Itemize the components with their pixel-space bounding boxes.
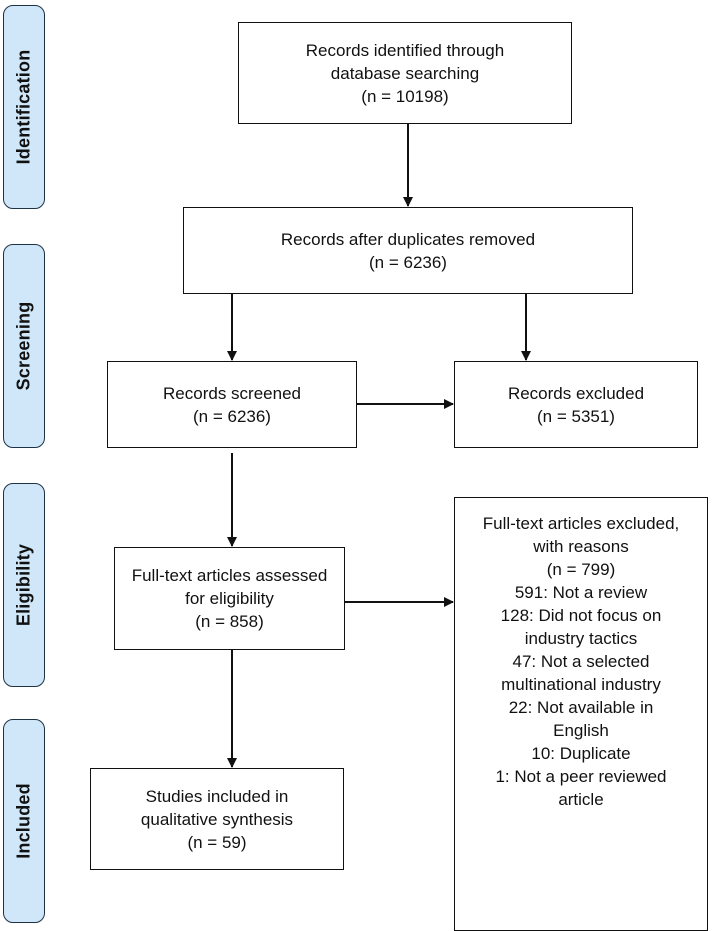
box-records-identified: Records identified through database sear… — [238, 22, 572, 124]
excluded-reasons-line-3: (n = 799) — [546, 560, 616, 579]
box-studies-included-line-3: (n = 59) — [187, 832, 247, 852]
box-full-text-assessed-line-3: (n = 858) — [195, 612, 264, 631]
excluded-reasons-line-9: 22: Not available in — [508, 698, 654, 717]
box-full-text-assessed-line-2: for eligibility — [185, 589, 274, 608]
box-studies-included: Studies included in qualitative synthesi… — [90, 768, 344, 870]
box-full-text-assessed-line-1: Full-text articles assessed — [131, 566, 328, 585]
excluded-reasons-line-12: 1: Not a peer reviewed — [495, 767, 667, 786]
excluded-reasons-line-10: English — [553, 721, 609, 740]
excluded-reasons-line-7: 47: Not a selected — [512, 652, 650, 671]
phase-eligibility: Eligibility — [3, 483, 45, 687]
excluded-reasons-line-13: article — [558, 790, 604, 809]
phase-screening: Screening — [3, 244, 45, 448]
excluded-reasons-line-8: multinational industry — [501, 675, 661, 694]
box-full-text-excluded: Full-text articles excluded, with reason… — [454, 497, 708, 931]
excluded-reasons-line-4: 591: Not a review — [514, 583, 648, 602]
box-records-after-duplicates: Records after duplicates removed (n = 62… — [183, 207, 633, 294]
box-records-after-duplicates-line-2: (n = 6236) — [369, 252, 447, 272]
phase-identification: Identification — [3, 5, 45, 209]
box-studies-included-line-1: Studies included in — [145, 786, 289, 806]
excluded-reasons-line-6: industry tactics — [524, 629, 638, 648]
box-records-identified-line-2: database searching — [330, 63, 480, 83]
excluded-reasons-line-11: 10: Duplicate — [531, 744, 631, 763]
excluded-reasons-line-1: Full-text articles excluded, — [482, 514, 680, 533]
phase-included: Included — [3, 719, 45, 923]
box-records-excluded-line-2: (n = 5351) — [537, 406, 615, 426]
box-records-after-duplicates-line-1: Records after duplicates removed — [280, 229, 536, 249]
box-records-screened: Records screened (n = 6236) — [107, 361, 357, 448]
box-studies-included-line-2: qualitative synthesis — [140, 809, 294, 829]
box-records-identified-line-3: (n = 10198) — [361, 86, 449, 106]
box-full-text-assessed: Full-text articles assessed for eligibil… — [114, 547, 345, 650]
box-records-excluded: Records excluded (n = 5351) — [454, 361, 698, 448]
excluded-reasons-line-2: with reasons — [533, 537, 629, 556]
excluded-reasons-line-5: 128: Did not focus on — [500, 606, 662, 625]
box-records-screened-line-1: Records screened — [163, 383, 301, 403]
box-records-screened-line-2: (n = 6236) — [193, 406, 271, 426]
box-records-excluded-line-1: Records excluded — [507, 383, 645, 403]
box-records-identified-line-1: Records identified through — [305, 40, 505, 60]
